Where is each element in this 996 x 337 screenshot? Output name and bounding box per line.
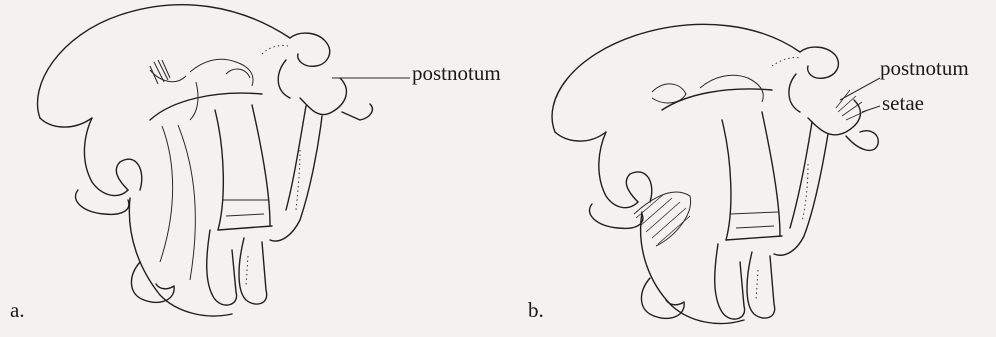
panel-b-postnotum-leader	[840, 78, 880, 100]
panel-a-drawing	[38, 5, 410, 316]
panel-b-label-postnotum: postnotum	[880, 58, 969, 79]
panel-a-notum-outline	[38, 5, 290, 118]
panel-b-setae-leader	[862, 106, 880, 112]
panel-a-letter: a.	[10, 300, 25, 321]
panel-b-label-setae: setae	[882, 93, 924, 114]
panel-a-leg-1	[131, 262, 174, 302]
panel-a-label-postnotum: postnotum	[412, 63, 501, 84]
panel-b-drawing	[552, 24, 880, 323]
panel-b-leg-1	[641, 278, 684, 318]
panel-b-letter: b.	[528, 300, 544, 321]
panel-a-pleuron	[129, 198, 232, 316]
